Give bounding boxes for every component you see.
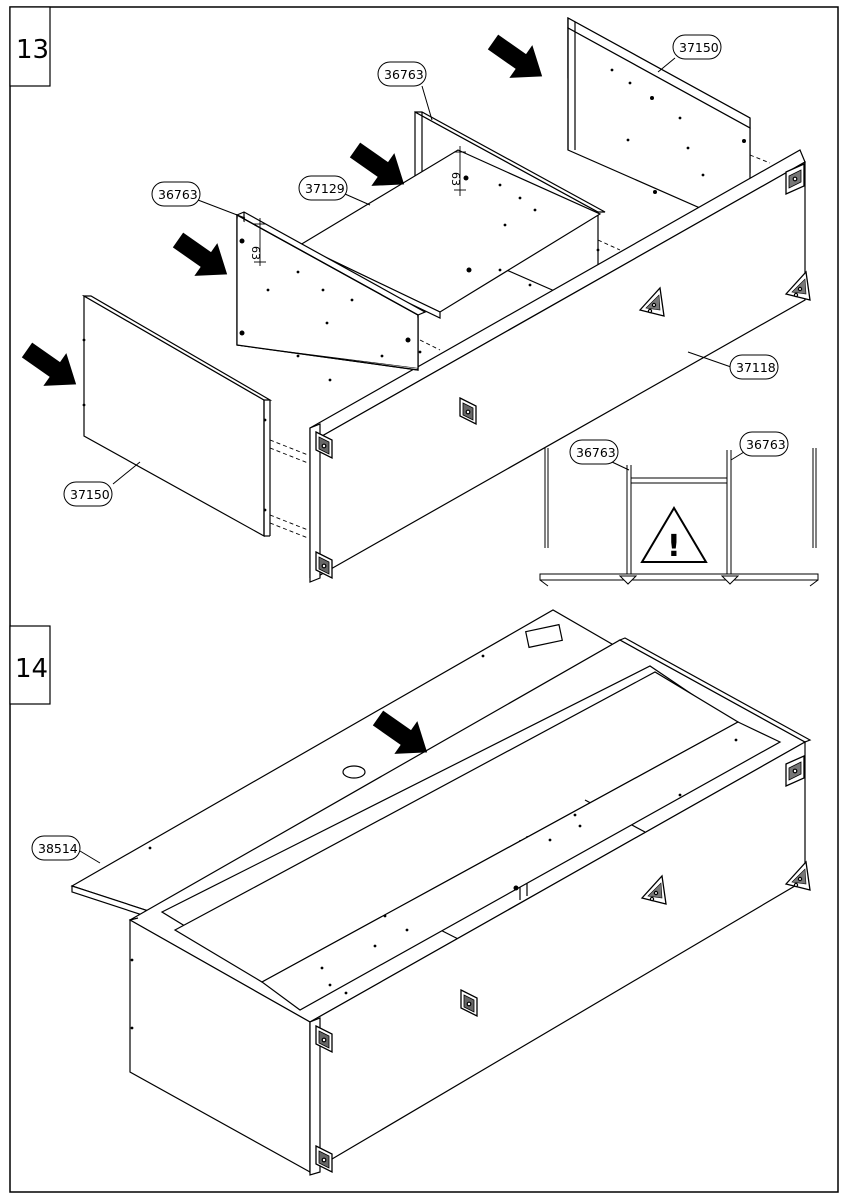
step-13-illustration: 63 63 xyxy=(81,16,811,583)
callout-36763-detail-right: 36763 xyxy=(739,431,789,457)
step-14-badge: 14 xyxy=(9,625,51,705)
svg-text:36763: 36763 xyxy=(384,67,424,82)
arrow-icon xyxy=(15,333,88,401)
step-13-number: 13 xyxy=(16,35,49,65)
svg-text:37118: 37118 xyxy=(736,360,776,375)
callout-36763-left: 36763 xyxy=(151,181,201,207)
svg-text:36763: 36763 xyxy=(746,437,786,452)
callout-36763-center: 36763 xyxy=(377,61,427,87)
step-14-illustration xyxy=(70,609,812,1176)
callout-38514: 38514 xyxy=(31,835,81,861)
page-frame xyxy=(9,6,839,1193)
callout-37150-top: 37150 xyxy=(672,34,722,60)
dimension-left: 63 xyxy=(249,246,262,260)
arrow-icon xyxy=(481,25,554,93)
svg-text:37129: 37129 xyxy=(305,181,345,196)
svg-text:!: ! xyxy=(667,529,681,564)
callout-36763-detail-left: 36763 xyxy=(569,439,619,465)
svg-text:36763: 36763 xyxy=(576,445,616,460)
svg-text:36763: 36763 xyxy=(158,187,198,202)
callout-37118: 37118 xyxy=(729,354,779,380)
step-13-badge: 13 xyxy=(9,6,51,87)
svg-text:38514: 38514 xyxy=(38,841,78,856)
dimension-right: 63 xyxy=(449,172,462,186)
warning-icon: ! xyxy=(640,506,708,564)
arrow-icon xyxy=(166,223,239,291)
step-14-number: 14 xyxy=(15,654,48,684)
callout-37129: 37129 xyxy=(298,175,348,201)
svg-text:37150: 37150 xyxy=(679,40,719,55)
detail-inset: ! xyxy=(539,448,819,587)
svg-text:37150: 37150 xyxy=(70,487,110,502)
callout-37150-left: 37150 xyxy=(63,481,113,507)
